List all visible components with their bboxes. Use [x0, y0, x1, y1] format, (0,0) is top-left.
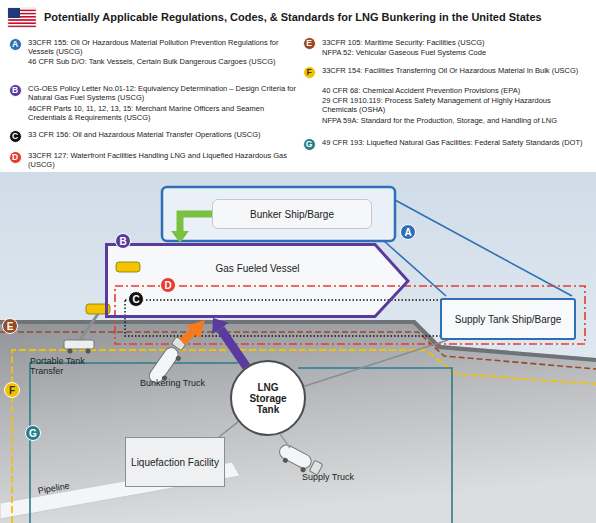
storage-transfer-arrow	[220, 329, 246, 367]
legend-letter: C	[9, 130, 22, 143]
callout-letter: A	[400, 224, 416, 240]
illustration-label: Supply Truck	[302, 472, 372, 482]
regulation-text: 33CFR 105: Maritime Security: Facilities…	[322, 38, 584, 47]
vessel-hull	[105, 243, 410, 318]
region-a-frame	[162, 187, 395, 241]
vessel-shape: Gas Fueled Vessel	[105, 243, 410, 318]
fuel-tank-icon	[116, 262, 140, 272]
us-flag	[8, 8, 36, 27]
node-text: Gas Fueled Vessel	[216, 263, 300, 274]
supply-ship-box: Supply Tank Ship/Barge	[440, 298, 576, 340]
legend-letter: B	[9, 84, 22, 97]
bunker-ship-box: Bunker Ship/Barge	[212, 199, 372, 229]
callout-letter: E	[2, 318, 18, 334]
regulation-text: 29 CFR 1910.119: Process Safety Manageme…	[322, 96, 584, 114]
legend-letter: G	[303, 138, 316, 151]
regulation-text: NFPA 52: Vehicular Gaseous Fuel Systems …	[322, 48, 584, 57]
regulation-text: 33 CFR 156: Oil and Hazardous Material T…	[28, 130, 302, 139]
portable-tank-icon	[64, 304, 110, 354]
node-text: LNG Storage Tank	[238, 382, 298, 415]
bunker-transfer-arrow	[180, 214, 212, 231]
callout-letter: G	[25, 425, 41, 441]
region-a-line	[395, 200, 572, 296]
regulation-text: 33CFR 155: Oil Or Hazardous Material Pol…	[28, 38, 302, 56]
supply-truck-hose	[280, 434, 290, 448]
regulation-text: 46CFR Parts 10, 11, 12, 13, 15: Merchant…	[28, 104, 302, 122]
region-g-line	[30, 363, 238, 523]
callout-letter: C	[128, 291, 144, 307]
land	[0, 320, 596, 523]
legend-letter: F	[303, 66, 316, 79]
regulation-text: 33CFR 127: Waterfront Facilities Handlin…	[28, 151, 302, 169]
callout-letter: D	[160, 277, 176, 293]
title: Potentially Applicable Regulations, Code…	[44, 11, 542, 23]
illustration-label: Portable Tank Transfer	[30, 356, 100, 377]
vessel-outline	[105, 243, 410, 318]
liquefaction-line	[219, 422, 238, 437]
regulation-text: 49 CFR 193: Liquefied Natural Gas Facili…	[322, 138, 584, 147]
truck-transfer-arrowhead	[186, 320, 205, 339]
regulation-text: 46 CFR Sub D/O: Tank Vessels, Certain Bu…	[28, 57, 302, 66]
node-text: Liquefaction Facility	[131, 457, 219, 468]
legend-letter: A	[9, 38, 22, 51]
regulation-text: 40 CFR 68: Chemical Accident Prevention …	[322, 86, 584, 95]
illustration-label: Bunkering Truck	[140, 378, 220, 388]
legend-letter: E	[303, 37, 316, 50]
regulation-text: 33CFR 154: Facilities Transferring Oil O…	[322, 66, 584, 75]
node-text: Bunker Ship/Barge	[250, 209, 334, 220]
node-text: Supply Tank Ship/Barge	[455, 314, 562, 325]
liquefaction-box: Liquefaction Facility	[125, 437, 225, 487]
sky	[0, 172, 596, 523]
truck-transfer-arrow	[182, 331, 194, 342]
region-f-line	[12, 350, 596, 523]
callout-letter: B	[115, 233, 131, 249]
regulation-text: CG-OES Policy Letter No.01-12: Equivalen…	[28, 84, 302, 102]
callout-letter: F	[4, 382, 20, 398]
legend-letter: D	[9, 151, 22, 164]
supply-line	[304, 340, 448, 386]
regulation-text: NFPA 59A: Standard for the Production, S…	[322, 116, 584, 125]
region-g-line	[298, 368, 452, 523]
storage-tank-circle: LNG Storage Tank	[230, 360, 306, 436]
